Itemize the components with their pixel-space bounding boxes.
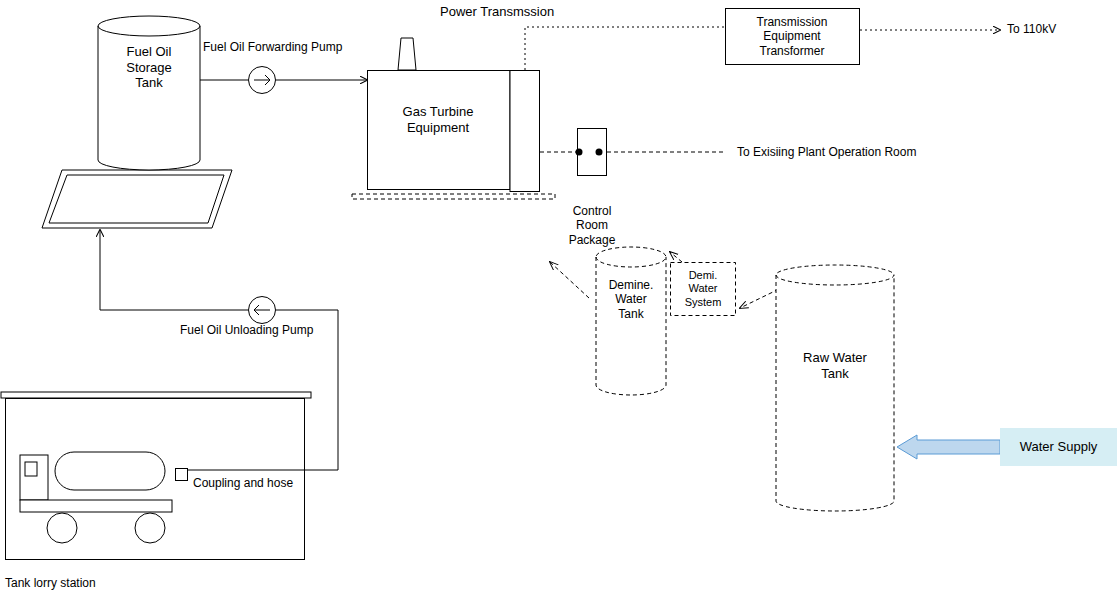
pipe-line: [100, 230, 248, 310]
pipe-line: [550, 262, 589, 298]
pipe-line: [670, 252, 682, 262]
pipe-line: [525, 27, 725, 70]
pipe-line: [540, 152, 577, 153]
node-outline: [248, 66, 276, 94]
node-outline: [775, 264, 895, 512]
box-outline: [726, 9, 860, 65]
tank-outline: [98, 16, 200, 170]
pump-outline: [249, 67, 276, 94]
supply-box: Water Supply: [1000, 428, 1117, 466]
transformer-box: Transmission Equipment Transformer: [725, 8, 860, 65]
box-fill: [1000, 428, 1117, 466]
truck-wheel: [135, 513, 165, 543]
note-label: To Exisiing Plant Operation Room: [735, 145, 918, 159]
node-label: Control Room Package: [564, 204, 620, 247]
node-outline: [595, 246, 667, 396]
node-label: Water Supply: [1000, 439, 1117, 455]
water-tank: Demine. Water Tank: [595, 246, 667, 396]
tank-outline: [776, 265, 894, 511]
truck-tank: [55, 452, 165, 490]
node-label: Transmission Equipment Transformer: [742, 15, 842, 58]
equipment-base: [352, 194, 555, 199]
turbine-box: Gas Turbine Equipment: [367, 70, 540, 190]
truck-chassis: [20, 500, 172, 512]
node-outline: [577, 128, 607, 176]
station-box: Tank lorry stationCoupling and hose: [5, 398, 305, 560]
coupling-box: Coupling and hose: [175, 468, 188, 481]
node-outline: [175, 468, 188, 481]
tank-outline: [596, 247, 666, 395]
tank-platform: [42, 170, 232, 228]
node-label: Fuel Oil Unloading Pump: [180, 323, 350, 337]
box-outline: [578, 129, 607, 176]
terminal-dot: [596, 149, 603, 156]
node-label: Demine. Water Tank: [603, 278, 659, 321]
node-label: Demi. Water System: [678, 269, 728, 309]
flow-arrow: [254, 75, 270, 85]
terminal-dot: [576, 149, 583, 156]
truck-cab: [20, 455, 48, 500]
supply-arrow: [897, 435, 1000, 459]
pump-symbol: Fuel Oil Forwarding Pump: [248, 66, 276, 94]
generator-outline: [510, 71, 540, 192]
flow-arrow: [254, 305, 270, 315]
pipe-line: [276, 80, 367, 81]
pipe-line: [200, 80, 248, 81]
node-label: Coupling and hose: [193, 476, 313, 490]
treatment-box: Demi. Water System: [670, 262, 736, 316]
node-label: Tank lorry station: [5, 576, 165, 590]
water-tank: Raw Water Tank: [775, 264, 895, 512]
node-outline: [248, 296, 276, 324]
node-label: Raw Water Tank: [795, 350, 875, 381]
exhaust-stack: [398, 38, 416, 70]
note-label: To 110kV: [1005, 22, 1058, 36]
control-box: Control Room Package: [577, 128, 607, 176]
signal-line: [607, 152, 725, 153]
node-label: Gas Turbine Equipment: [388, 104, 488, 135]
tank-platform: [49, 175, 224, 223]
edge-label: Power Transmssion: [438, 4, 556, 20]
node-label: Fuel Oil Forwarding Pump: [203, 40, 373, 54]
power-line: [860, 30, 1000, 31]
box-outline: [176, 469, 188, 481]
turbine-outline: [368, 71, 511, 190]
node-label: Fuel Oil Storage Tank: [114, 44, 184, 91]
station-roof: [1, 392, 311, 398]
box-outline: [671, 263, 736, 316]
pump-symbol: Fuel Oil Unloading Pump: [248, 296, 276, 324]
truck-wheel: [47, 513, 77, 543]
truck-window: [25, 462, 37, 476]
pump-outline: [249, 297, 276, 324]
